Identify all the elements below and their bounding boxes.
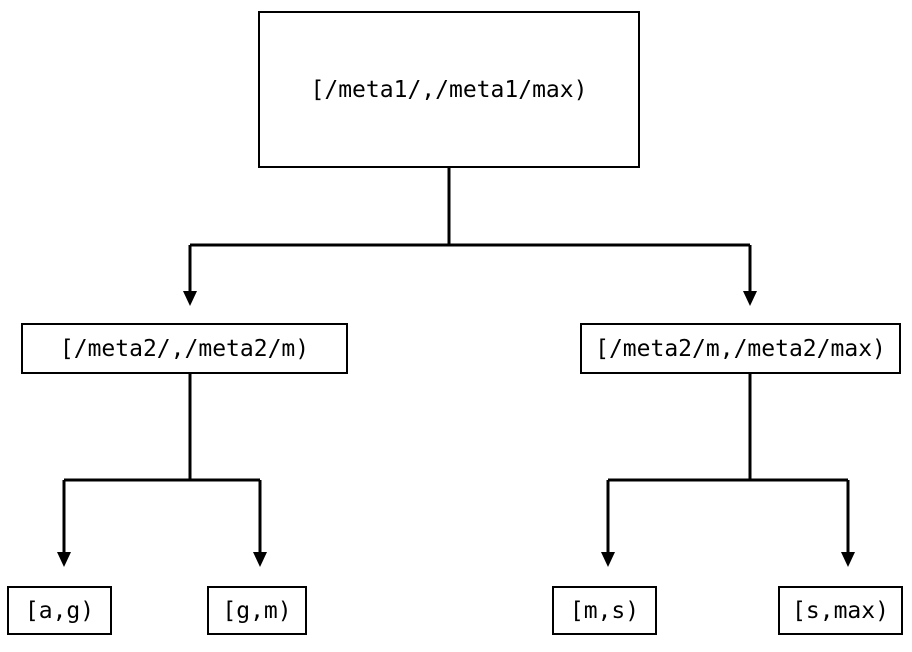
tree-node-mid-left[interactable]: [/meta2/,/meta2/m) (21, 323, 348, 374)
arrowhead-icon (183, 291, 197, 306)
tree-node-leaf-1[interactable]: [a,g) (7, 586, 112, 635)
tree-node-root-label: [/meta1/,/meta1/max) (310, 76, 588, 103)
edge-root-to-mid-right (743, 245, 757, 306)
tree-node-mid-right[interactable]: [/meta2/m,/meta2/max) (580, 323, 901, 374)
arrowhead-icon (253, 552, 267, 567)
tree-node-root[interactable]: [/meta1/,/meta1/max) (258, 11, 640, 168)
tree-node-leaf-4-label: [s,max) (792, 597, 889, 624)
tree-node-mid-right-label: [/meta2/m,/meta2/max) (595, 335, 886, 362)
tree-node-leaf-3-label: [m,s) (569, 597, 640, 624)
edge-mid-left-to-leaf-1 (57, 374, 260, 567)
tree-node-leaf-1-label: [a,g) (24, 597, 95, 624)
arrowhead-icon (743, 291, 757, 306)
tree-node-leaf-2-label: [g,m) (222, 597, 292, 624)
tree-node-leaf-3[interactable]: [m,s) (552, 586, 657, 635)
edge-mid-right-to-leaf-4 (841, 480, 855, 567)
tree-node-leaf-2[interactable]: [g,m) (207, 586, 307, 635)
arrowhead-icon (841, 552, 855, 567)
edge-mid-left-to-leaf-2 (253, 480, 267, 567)
edge-mid-right-to-leaf-3 (601, 374, 848, 567)
edge-root-to-mid-left (183, 168, 750, 306)
arrowhead-icon (57, 552, 71, 567)
tree-node-leaf-4[interactable]: [s,max) (778, 586, 903, 635)
tree-node-mid-left-label: [/meta2/,/meta2/m) (59, 335, 310, 362)
arrowhead-icon (601, 552, 615, 567)
